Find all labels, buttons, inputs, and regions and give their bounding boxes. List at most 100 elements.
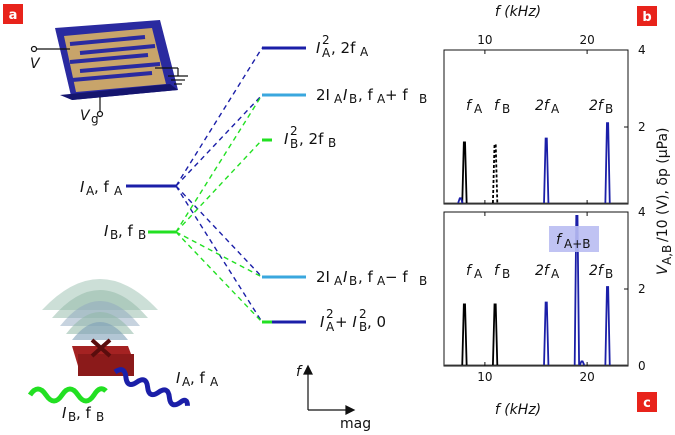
svg-text:, 2f: , 2f [331, 39, 356, 57]
svg-text:A: A [114, 184, 123, 198]
level-sum-label: 2I A I B , f A + f B [316, 86, 427, 106]
svg-text:− f: − f [385, 268, 408, 286]
svg-text:B: B [502, 102, 510, 116]
level-ia2-label: I A 2 , 2f A [316, 33, 369, 60]
svg-text:B: B [290, 137, 298, 151]
y-tick-label: 4 [638, 205, 646, 219]
svg-text:+ f: + f [385, 86, 408, 104]
svg-text:, f: , f [190, 369, 206, 387]
svg-text:B: B [605, 102, 613, 116]
spectrum-peak [461, 141, 468, 204]
electrode-device [55, 20, 178, 100]
spectrum-peak [492, 143, 499, 204]
svg-text:, 0: , 0 [367, 313, 386, 331]
mixing-lines [175, 47, 263, 323]
svg-text:f: f [494, 263, 501, 279]
svg-text:I: I [343, 86, 348, 104]
plot-frame [443, 49, 629, 205]
svg-text:2: 2 [359, 307, 367, 321]
svg-text:+ I: + I [335, 313, 357, 331]
wire-b-icon [27, 386, 108, 404]
svg-text:A: A [86, 184, 95, 198]
spectrum-peak [604, 286, 611, 366]
bottom-axis-title: f (kHz) [495, 402, 541, 418]
panel-a-badge-label: a [9, 8, 18, 23]
svg-text:2: 2 [322, 33, 330, 47]
svg-text:2f: 2f [535, 98, 551, 114]
svg-text:A+B: A+B [564, 237, 591, 251]
plot-frame [443, 211, 629, 367]
svg-text:2I: 2I [316, 268, 330, 286]
gate-voltage-sub: g [91, 112, 99, 126]
y-tick-label: 0 [638, 359, 646, 373]
svg-text:V: V [655, 264, 671, 275]
svg-text:I: I [284, 130, 289, 148]
svg-text:A: A [551, 267, 560, 281]
svg-text:f: f [494, 98, 501, 114]
top-axis-title: f (kHz) [495, 4, 541, 20]
svg-text:I: I [62, 404, 67, 422]
panel-a-badge [3, 4, 23, 24]
svg-text:A: A [322, 46, 331, 60]
spectrum-peak [604, 122, 611, 204]
y-axis-title: V A,B /10 (V), δp (μPa) [655, 127, 674, 275]
svg-text:B: B [138, 228, 146, 242]
freq-arrow-label: f [296, 364, 303, 380]
svg-text:A: A [551, 102, 560, 116]
svg-text:B: B [359, 320, 367, 334]
mag-arrow-label: mag [340, 416, 371, 432]
spectrum-peak [461, 303, 468, 366]
svg-text:A: A [474, 267, 483, 281]
svg-text:2: 2 [326, 307, 334, 321]
svg-text:, f: , f [358, 86, 374, 104]
level-ib2-label: I B 2 , 2f B [284, 124, 336, 151]
svg-text:B: B [349, 274, 357, 288]
gate-voltage-label: V [80, 108, 91, 124]
svg-text:2: 2 [290, 124, 298, 138]
svg-text:2I: 2I [316, 86, 330, 104]
freq-mag-axes [303, 364, 356, 415]
y-tick-label: 2 [638, 282, 646, 296]
voltage-label: V [30, 56, 41, 72]
level-diff-label: 2I A I B , f A − f B [316, 268, 427, 288]
panel-b-annotations: f A f B 2f A 2f B [466, 98, 613, 116]
svg-text:B: B [419, 92, 427, 106]
svg-text:A: A [377, 92, 386, 106]
svg-text:f: f [466, 263, 473, 279]
svg-text:A: A [474, 102, 483, 116]
svg-text:, f: , f [118, 222, 134, 240]
y-tick-label: 4 [638, 43, 646, 57]
svg-text:, f: , f [94, 178, 110, 196]
wire-a-icon [113, 367, 191, 408]
svg-text:I: I [80, 178, 85, 196]
svg-text:/10 (V), δp (μPa): /10 (V), δp (μPa) [655, 127, 671, 242]
svg-text:B: B [502, 267, 510, 281]
input-b-label: I B , f B [104, 222, 146, 242]
svg-text:2f: 2f [589, 98, 605, 114]
y-tick-label: 2 [638, 120, 646, 134]
panel-b-badge [637, 6, 657, 26]
spectrum-peak [578, 360, 586, 366]
spectrum-peak [573, 214, 580, 366]
input-a-label: I A , f A [80, 178, 123, 198]
svg-text:A: A [210, 375, 219, 389]
svg-text:A,B: A,B [660, 245, 674, 265]
svg-text:B: B [68, 410, 76, 424]
spectrum-peak [543, 137, 550, 204]
svg-text:A: A [360, 45, 369, 59]
svg-text:A: A [326, 320, 335, 334]
svg-text:f: f [556, 232, 563, 248]
panel-c-badge [637, 392, 657, 412]
svg-text:I: I [343, 268, 348, 286]
svg-text:, f: , f [358, 268, 374, 286]
svg-text:2f: 2f [535, 263, 551, 279]
svg-text:A: A [377, 274, 386, 288]
panel-c-annotations: f A f B 2f A 2f B f A+B [466, 226, 613, 281]
svg-text:A: A [182, 375, 191, 389]
fab-highlight [549, 226, 599, 252]
spectrum-peak [457, 197, 464, 204]
spectrum-peak [492, 303, 499, 366]
acoustic-wave-icon [42, 279, 158, 340]
